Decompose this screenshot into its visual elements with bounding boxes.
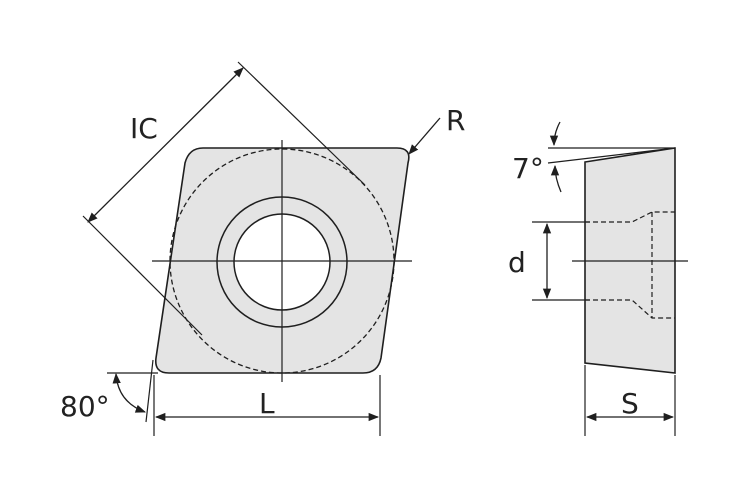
label-angle-80: 80° <box>60 390 110 423</box>
hidden-hole-profile <box>585 211 675 319</box>
angle-80-arc <box>112 372 146 413</box>
angle-80-side-extension <box>145 359 154 423</box>
angle-7-slope-line <box>547 147 676 164</box>
label-radius: R <box>446 104 465 137</box>
radius-leader-line <box>408 117 441 155</box>
angle-7-arrow-top <box>549 121 561 147</box>
ic-dimension-line <box>87 67 244 223</box>
side-view <box>532 121 688 436</box>
label-length: L <box>259 387 275 420</box>
ic-extension-line-top <box>237 61 366 186</box>
label-thickness: S <box>621 387 639 420</box>
front-view <box>82 61 441 436</box>
label-angle-7: 7° <box>512 152 544 185</box>
ic-extension-line-bottom <box>82 215 203 336</box>
label-ic: IC <box>130 112 158 145</box>
label-diameter: d <box>508 246 526 279</box>
angle-7-arrow-bottom <box>550 164 562 193</box>
